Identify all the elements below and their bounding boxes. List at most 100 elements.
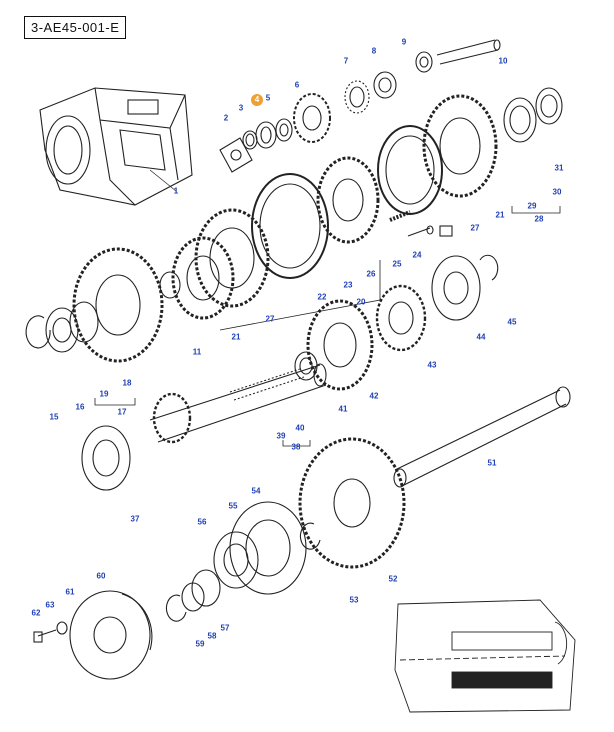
gear-42 [306,299,374,391]
bearing-44 [431,255,481,321]
gear-52 [298,437,406,569]
callout-21-left[interactable]: 21 [231,332,241,342]
callout-53[interactable]: 53 [349,595,359,605]
callout-8[interactable]: 8 [371,46,377,56]
callout-57[interactable]: 57 [220,623,230,633]
bushing-19 [69,301,99,343]
cover-61 [69,590,151,680]
callout-45[interactable]: 45 [507,317,517,327]
callout-21-right[interactable]: 21 [495,210,505,220]
bearing-55 [213,531,259,589]
snap-ring-11 [159,271,181,299]
callout-27-right[interactable]: 27 [470,223,480,233]
callout-30[interactable]: 30 [552,187,562,197]
ring-59 [165,594,187,622]
callout-3[interactable]: 3 [238,103,244,113]
gear-6 [293,93,331,143]
callout-19[interactable]: 19 [99,389,109,399]
washer-8 [373,71,397,99]
gasket-plate [219,137,253,173]
callout-51[interactable]: 51 [487,458,497,468]
callout-17[interactable]: 17 [117,407,127,417]
callout-29[interactable]: 29 [527,201,537,211]
callout-22[interactable]: 22 [317,292,327,302]
callout-63[interactable]: 63 [45,600,55,610]
detent-block-24 [439,225,453,237]
callout-15[interactable]: 15 [49,412,59,422]
callout-20[interactable]: 20 [356,297,366,307]
callout-44[interactable]: 44 [476,332,486,342]
washer-16 [45,307,79,353]
spacer-5 [275,118,293,142]
reference-code-label: 3-AE45-001-E [24,16,127,39]
bearing-29 [503,97,537,143]
callout-28[interactable]: 28 [534,214,544,224]
callout-6[interactable]: 6 [294,80,300,90]
callout-11[interactable]: 11 [192,347,202,357]
washer-63 [56,621,68,635]
callout-18[interactable]: 18 [122,378,132,388]
gear-27-left [194,208,270,308]
callout-10[interactable]: 10 [498,56,508,66]
callout-40[interactable]: 40 [295,423,305,433]
snap-ring-53 [299,522,321,550]
callout-9[interactable]: 9 [401,37,407,47]
ring-58 [181,582,205,612]
callout-31[interactable]: 31 [554,163,564,173]
callout-25[interactable]: 25 [392,259,402,269]
seal-31 [535,87,563,125]
callout-54[interactable]: 54 [251,486,261,496]
callout-7[interactable]: 7 [343,56,349,66]
output-shaft-51 [393,386,571,488]
callout-55[interactable]: 55 [228,501,238,511]
carrier-54 [229,501,307,595]
callout-61[interactable]: 61 [65,587,75,597]
o-ring-small [242,130,258,150]
callout-23[interactable]: 23 [343,280,353,290]
callout-62[interactable]: 62 [31,608,41,618]
callout-41[interactable]: 41 [338,404,348,414]
nut-9 [415,51,433,73]
callout-42[interactable]: 42 [369,391,379,401]
hub-23 [316,156,380,244]
splined-shaft-39 [149,363,327,444]
needle-bearing-7 [344,80,370,114]
ring-57 [191,569,221,607]
callout-37[interactable]: 37 [130,514,140,524]
detent-pin-25 [407,225,434,237]
transmission-housing [39,87,193,206]
callout-38[interactable]: 38 [291,442,301,452]
bolt-62 [33,629,57,643]
callout-27-left[interactable]: 27 [265,314,275,324]
gear-21-right [422,94,498,198]
callout-60[interactable]: 60 [96,571,106,581]
callout-2[interactable]: 2 [223,113,229,123]
snap-ring-45 [479,254,499,281]
detent-spring-26 [389,210,411,222]
location-inset [394,599,576,713]
snap-ring-15 [25,315,51,349]
callout-24[interactable]: 24 [412,250,422,260]
bearing-37 [81,425,131,491]
gear-18 [72,247,164,363]
gasket-60 [121,593,153,651]
callout-26[interactable]: 26 [366,269,376,279]
shaft-10 [436,39,501,65]
sleeve-21-right [377,125,443,215]
callout-5[interactable]: 5 [265,93,271,103]
callout-43[interactable]: 43 [427,360,437,370]
callout-16[interactable]: 16 [75,402,85,412]
callout-39[interactable]: 39 [276,431,286,441]
callout-4-highlighted[interactable]: 4 [251,94,263,106]
callout-52[interactable]: 52 [388,574,398,584]
sync-ring-22 [251,173,329,279]
bushing-4 [255,121,277,149]
callout-58[interactable]: 58 [207,631,217,641]
callout-56[interactable]: 56 [197,517,207,527]
gear-21-left [171,236,235,320]
callout-1[interactable]: 1 [173,186,179,196]
callout-59[interactable]: 59 [195,639,205,649]
hub-43 [375,284,427,352]
